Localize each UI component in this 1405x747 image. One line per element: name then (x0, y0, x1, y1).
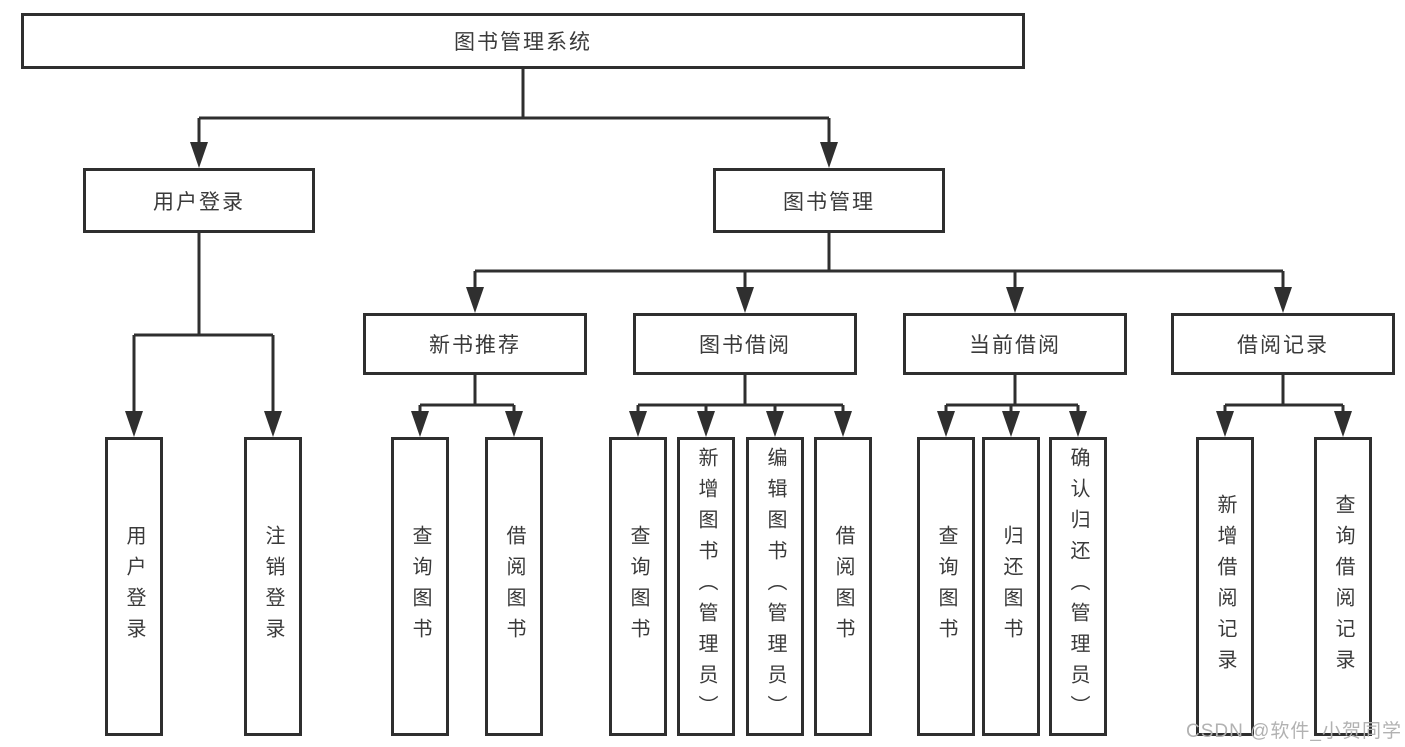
leaf-bb-query-books: 查询图书 (609, 437, 667, 736)
node-new-book-recommend-label: 新书推荐 (429, 334, 521, 357)
node-current-borrowing-label: 当前借阅 (969, 334, 1061, 357)
leaf-user-login-label: 用户登录 (123, 524, 145, 649)
leaf-rec-borrow-books-label: 借阅图书 (503, 524, 525, 649)
leaf-br-query-record: 查询借阅记录 (1314, 437, 1372, 736)
node-root: 图书管理系统 (21, 13, 1025, 69)
leaf-bb-borrow-books: 借阅图书 (814, 437, 872, 736)
leaf-cb-confirm-return: 确认归还（管理员） (1049, 437, 1107, 736)
leaf-br-add-record: 新增借阅记录 (1196, 437, 1254, 736)
node-new-book-recommend: 新书推荐 (363, 313, 587, 375)
node-book-management: 图书管理 (713, 168, 945, 233)
leaf-br-query-record-label: 查询借阅记录 (1332, 493, 1354, 680)
leaf-rec-borrow-books: 借阅图书 (485, 437, 543, 736)
node-root-label: 图书管理系统 (454, 31, 592, 54)
node-book-borrowing: 图书借阅 (633, 313, 857, 375)
csdn-watermark: CSDN @软件_小贺同学 (1186, 721, 1402, 742)
leaf-rec-query-books-label: 查询图书 (409, 524, 431, 649)
leaf-bb-borrow-books-label: 借阅图书 (832, 524, 854, 649)
leaf-cb-return-books-label: 归还图书 (1000, 524, 1022, 649)
leaf-logout: 注销登录 (244, 437, 302, 736)
leaf-rec-query-books: 查询图书 (391, 437, 449, 736)
node-user-login: 用户登录 (83, 168, 315, 233)
leaf-bb-add-books-label: 新增图书（管理员） (695, 447, 717, 726)
leaf-bb-edit-books-label: 编辑图书（管理员） (764, 447, 786, 726)
leaf-bb-edit-books: 编辑图书（管理员） (746, 437, 804, 736)
leaf-user-login: 用户登录 (105, 437, 163, 736)
leaf-bb-add-books: 新增图书（管理员） (677, 437, 735, 736)
leaf-cb-query-books: 查询图书 (917, 437, 975, 736)
leaf-cb-confirm-return-label: 确认归还（管理员） (1067, 447, 1089, 726)
leaf-cb-return-books: 归还图书 (982, 437, 1040, 736)
node-borrowing-records: 借阅记录 (1171, 313, 1395, 375)
leaf-logout-label: 注销登录 (262, 524, 284, 649)
leaf-br-add-record-label: 新增借阅记录 (1214, 493, 1236, 680)
node-user-login-label: 用户登录 (153, 190, 245, 214)
leaf-cb-query-books-label: 查询图书 (935, 524, 957, 649)
leaf-bb-query-books-label: 查询图书 (627, 524, 649, 649)
node-current-borrowing: 当前借阅 (903, 313, 1127, 375)
node-book-management-label: 图书管理 (783, 190, 875, 214)
node-book-borrowing-label: 图书借阅 (699, 334, 791, 357)
node-borrowing-records-label: 借阅记录 (1237, 334, 1329, 357)
